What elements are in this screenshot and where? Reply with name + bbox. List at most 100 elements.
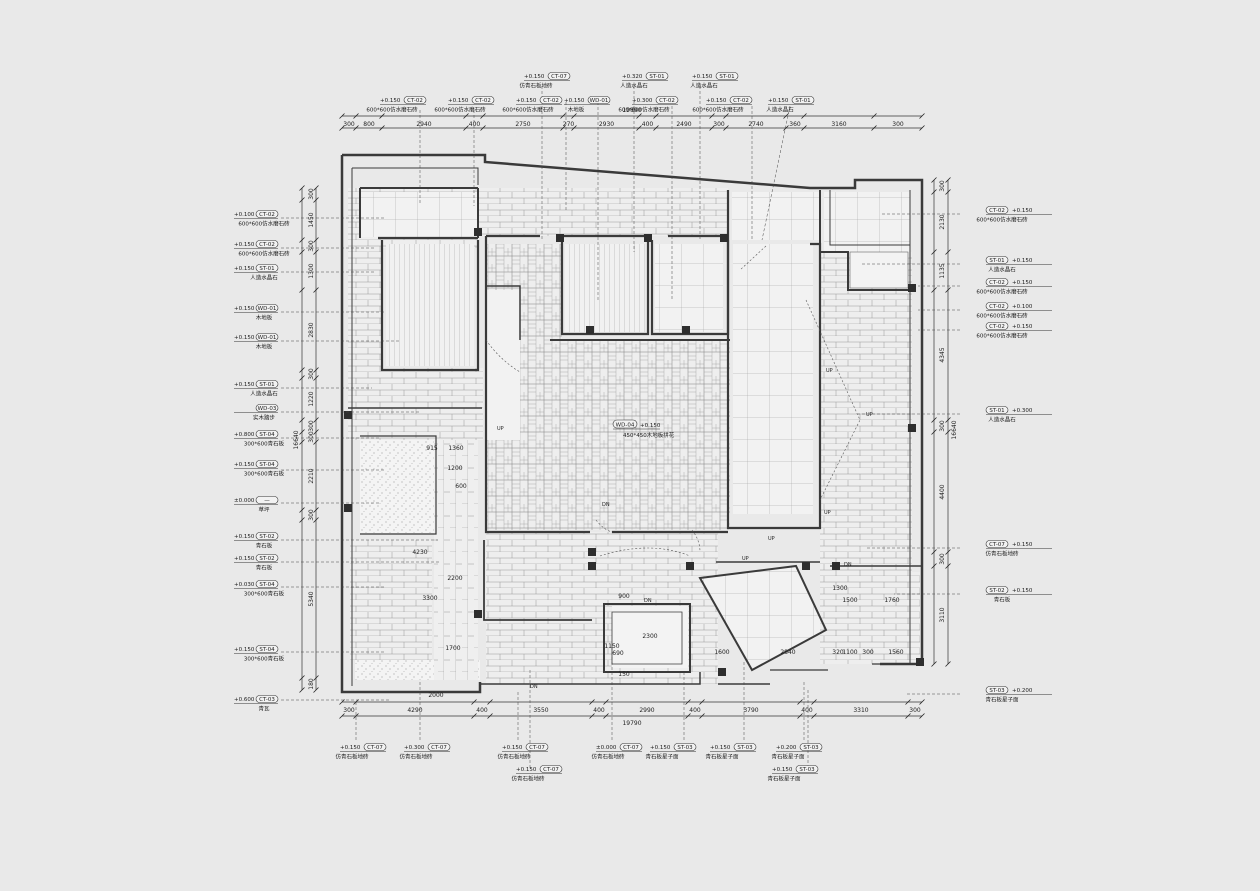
dim-tick	[603, 699, 609, 705]
dim-tick	[480, 113, 486, 119]
dim-tick	[379, 125, 385, 131]
dim-top-label: 360	[789, 121, 801, 128]
tag-material: 青石板星子面	[705, 753, 739, 761]
dim-tick	[339, 125, 345, 131]
tag-material: 300*600青石板	[244, 590, 285, 598]
dim-tick	[313, 367, 319, 373]
tag-material: 600*600仿水磨石砖	[976, 312, 1028, 320]
dim-tick	[299, 517, 305, 523]
tag-code: CT-02	[259, 242, 275, 248]
structural-column	[916, 658, 924, 666]
tag-code: WD-03	[258, 406, 277, 412]
dim-tick	[353, 713, 359, 719]
dim-tick	[945, 661, 951, 667]
dim-tick	[709, 113, 715, 119]
tag-material: 青石板	[256, 564, 273, 572]
tag-code: CT-07	[431, 745, 447, 751]
dim-tick	[463, 125, 469, 131]
center-tag-value: +0.150	[640, 423, 661, 429]
dimension-lines	[301, 115, 949, 717]
dim-tick	[299, 429, 305, 435]
dim-tick	[589, 699, 595, 705]
dim-tick	[945, 429, 951, 435]
tag-material: 青石板	[994, 596, 1011, 604]
tag-code: CT-02	[989, 304, 1005, 310]
dim-top-label: 300	[713, 121, 725, 128]
structural-column	[686, 562, 694, 570]
tag-material: 300*600青石板	[244, 470, 285, 478]
tag-material: 600*600仿水磨石砖	[976, 332, 1028, 340]
tag-pill	[255, 210, 279, 218]
structural-column	[718, 668, 726, 676]
dim-tick	[313, 417, 319, 423]
tag-pill	[791, 96, 815, 104]
dim-tick	[299, 249, 305, 255]
structural-column	[588, 562, 596, 570]
tag-code: ST-01	[719, 74, 734, 80]
tag-code: CT-02	[475, 98, 491, 104]
tag-material: 300*600青石板	[244, 440, 285, 448]
dim-tick	[571, 113, 577, 119]
dim-tick	[299, 439, 305, 445]
tag-value: +0.800	[234, 432, 255, 438]
tag-pill	[255, 240, 279, 248]
up-marker: UP	[866, 412, 873, 418]
dim-tick	[636, 113, 642, 119]
dim-bottom-label: 2990	[639, 707, 654, 714]
dim-interior-label: 900	[618, 593, 630, 600]
tag-code: ST-04	[259, 647, 275, 653]
tag-code: ST-03	[677, 745, 693, 751]
dim-tick	[871, 113, 877, 119]
dim-right-label: 4345	[939, 347, 946, 362]
structural-column	[644, 234, 652, 242]
material-tags: CT-02+0.100600*600仿水磨石砖CT-02+0.150600*60…	[234, 72, 1052, 783]
tag-code: CT-02	[659, 98, 675, 104]
dim-tick	[313, 185, 319, 191]
dim-top-label: 2740	[748, 121, 763, 128]
tag-pill	[985, 256, 1009, 264]
walls	[340, 153, 924, 694]
dim-tick	[560, 125, 566, 131]
dim-tick	[313, 237, 319, 243]
tag-material: 仿青石板地砖	[591, 753, 625, 761]
dim-tick	[313, 517, 319, 523]
dim-tick	[471, 713, 477, 719]
structural-column	[802, 562, 810, 570]
up-marker: UP	[826, 368, 833, 374]
down-marker: DN	[644, 598, 652, 604]
dim-tick	[299, 237, 305, 243]
dim-right-total: 16640	[951, 420, 958, 439]
dim-bottom-label: 3310	[853, 707, 868, 714]
dim-tick	[811, 699, 817, 705]
tag-value: +0.150	[234, 306, 255, 312]
dim-tick	[313, 507, 319, 513]
dim-left-label: 2210	[308, 468, 315, 483]
dim-tick	[945, 249, 951, 255]
tag-value: +0.150	[234, 335, 255, 341]
dim-interior-label: 1150	[604, 643, 619, 650]
dim-tick	[797, 713, 803, 719]
dim-left-label: 300	[308, 368, 315, 380]
dim-bottom-label: 400	[593, 707, 605, 714]
tag-pill	[255, 430, 279, 438]
columns	[344, 228, 924, 676]
dim-tick	[931, 417, 937, 423]
down-marker: DN	[602, 502, 610, 508]
dim-tick	[487, 699, 493, 705]
dim-interior-label: 1600	[714, 649, 729, 656]
dim-interior-label: 600	[455, 483, 467, 490]
tag-value: +0.150	[502, 745, 523, 751]
dim-bottom-label: 400	[801, 707, 813, 714]
tag-value: +0.320	[622, 74, 643, 80]
tag-pill	[733, 743, 757, 751]
dim-tick	[699, 699, 705, 705]
